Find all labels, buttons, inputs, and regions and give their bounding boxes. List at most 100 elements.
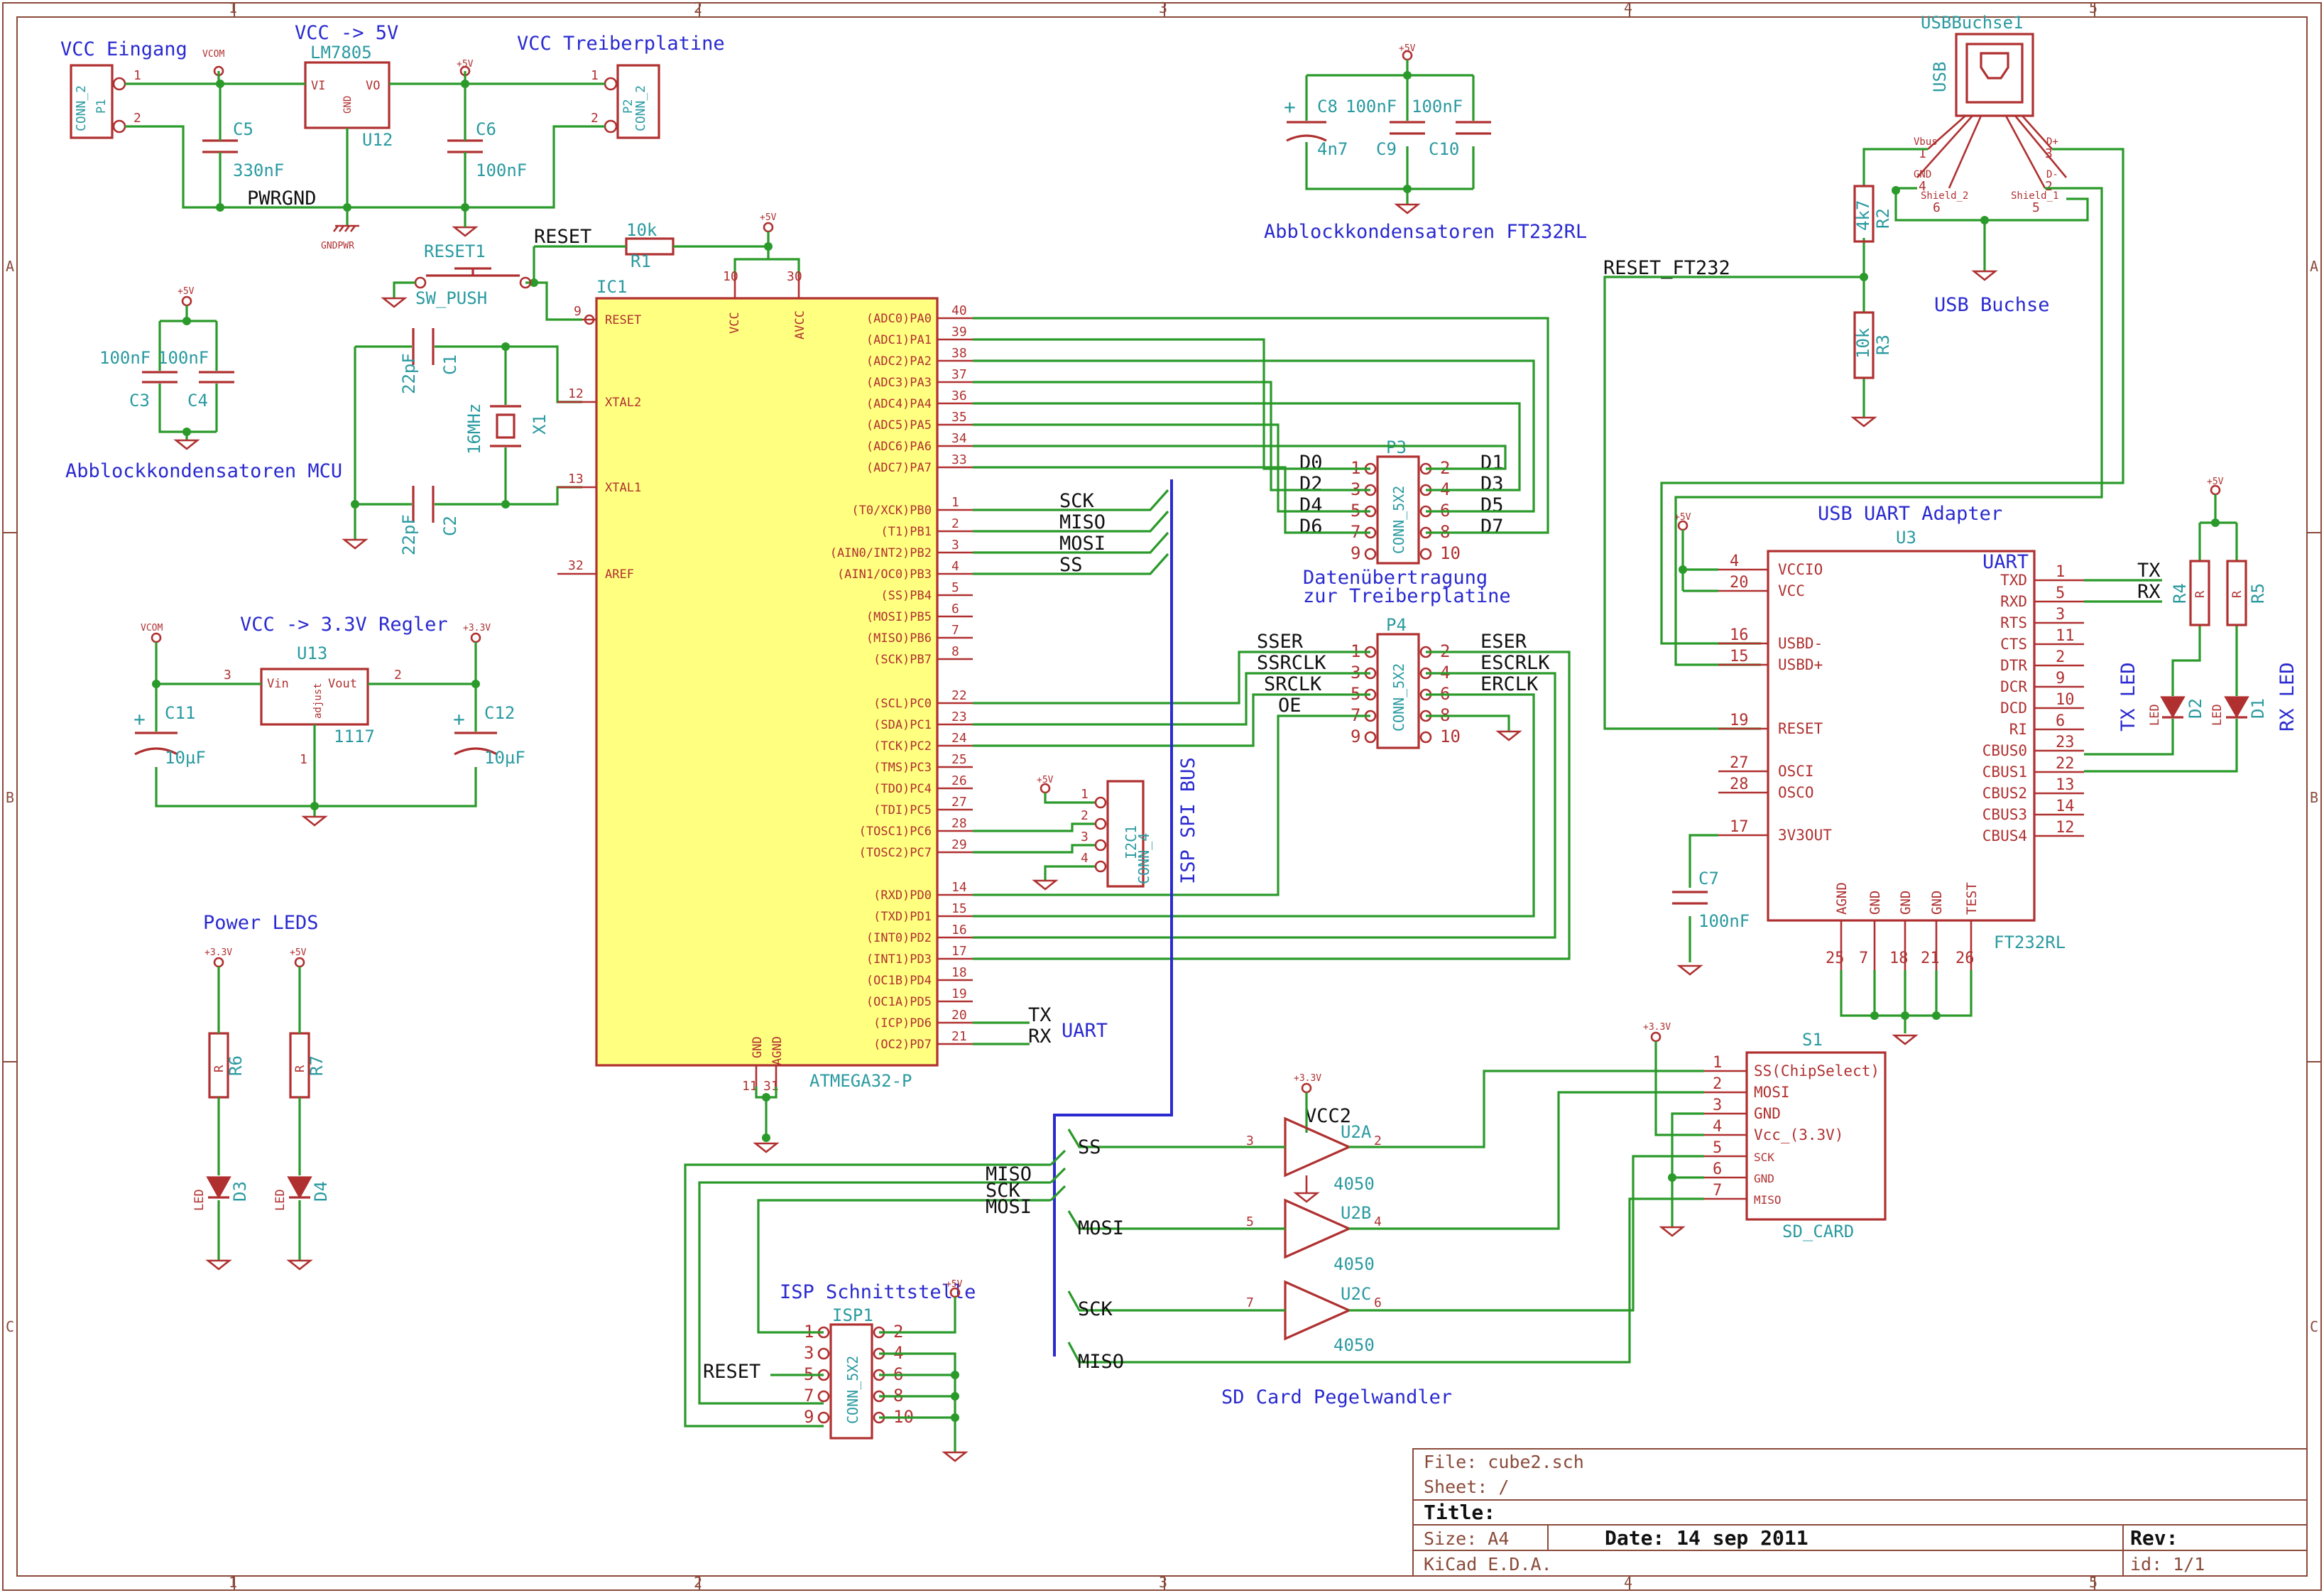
ic1-rpin-6: 34 [951, 431, 967, 446]
net-miso-mcu: MISO [1059, 511, 1106, 533]
col-label-1: 1 [229, 0, 237, 16]
x1-value: 16MHz [464, 403, 484, 455]
note-abblock-ft232: Abblockkondensatoren FT232RL [1264, 221, 1587, 243]
u3-bpin-2: 18 [1889, 950, 1909, 967]
tb-size: Size: A4 [1424, 1528, 1509, 1549]
u3-lpin-6: 28 [1730, 776, 1749, 793]
c5-value: 330nF [233, 161, 284, 180]
u2a-value: 4050 [1333, 1174, 1375, 1194]
pwr-vcom-1: VCOM [202, 49, 224, 60]
ic1-rpin-3: 37 [951, 367, 967, 382]
ic1-rlabel-10: (AIN0/INT2)PB2 [830, 546, 932, 560]
mcu-decoupling-section: +5V 100nF 100nF C3 C4 Abblockkondensator… [65, 286, 342, 482]
note-vcc-5v: VCC -> 5V [295, 22, 398, 44]
isp1-value: CONN_5X2 [844, 1356, 861, 1424]
ic1-rpin-2: 38 [951, 346, 967, 361]
r7-ref: R7 [307, 1055, 327, 1076]
usb-shield2: Shield_2 [1921, 190, 1968, 202]
tb-sheet: Sheet: / [1424, 1477, 1509, 1497]
u3-rpin-2: 3 [2056, 606, 2065, 624]
ic1-rlabel-24: (RXD)PD0 [873, 888, 932, 903]
power-leds-section: Power LEDS +3.3V +5V R R6 R R7 LED D3 LE… [192, 912, 331, 1271]
ic1-rpin-27: 17 [951, 944, 967, 959]
ic1-rpin-1: 39 [951, 325, 967, 339]
c5-ref: C5 [233, 119, 253, 139]
net-sck-mcu: SCK [1059, 490, 1095, 512]
row-label-b: B [6, 789, 14, 806]
pwr-5v-7: +5V [1674, 512, 1691, 523]
usb-pin5: 5 [2032, 200, 2040, 215]
u3-rlabel-12: CBUS4 [1982, 827, 2027, 844]
s1-pin-1: 2 [1713, 1075, 1722, 1093]
reset-crystal-section: RESET 10k R1 +5V RESET1 SW_PUSH 22pF C1 … [342, 212, 800, 555]
u2b-value: 4050 [1333, 1254, 1375, 1274]
ic1-rlabel-8: (T0/XCK)PB0 [851, 504, 932, 518]
c1-value: 22pF [399, 353, 419, 394]
ic1-llabel-1: XTAL2 [605, 396, 641, 410]
s1-pin-5: 6 [1713, 1160, 1722, 1178]
u12-gnd: GND [342, 96, 354, 114]
pwr-33v-2: +3.3V [204, 947, 232, 958]
i2c1-pin3: 3 [1081, 830, 1089, 844]
ic1-rpin-24: 14 [951, 880, 967, 895]
r6-ref: R6 [226, 1055, 246, 1076]
i2c1-section: I2C1 CONN_4 1 2 3 4 +5V [973, 775, 1152, 891]
u3-rpin-5: 9 [2056, 670, 2065, 687]
ic1-rpin-15: 8 [951, 644, 959, 659]
ic1-rlabel-23: (TOSC2)PC7 [859, 846, 932, 860]
r2-ref: R2 [1873, 208, 1893, 229]
ic1-rlabel-17: (SDA)PC1 [873, 718, 932, 732]
ic1-rlabel-25: (TXD)PD1 [873, 910, 932, 924]
ic1-atmega32: IC1 ATMEGA32-P VCC AVCC GND AGND 10 30 1… [557, 269, 973, 1153]
d2-ref: D2 [2186, 698, 2205, 719]
i2c1-connector [1106, 780, 1145, 888]
r5-resistor [2226, 560, 2247, 626]
u12-vi: VI [311, 79, 325, 93]
net-miso-sd: MISO [1078, 1351, 1124, 1373]
u13-ref: U13 [297, 643, 327, 663]
ic1-rpin-26: 16 [951, 923, 967, 937]
col-label-4b: 4 [1624, 1574, 1632, 1591]
u2b-ref: U2B [1341, 1203, 1371, 1223]
ic1-llabel-0: RESET [605, 313, 641, 327]
tb-rev: Rev: [2130, 1526, 2178, 1550]
r2-resistor [1853, 185, 1875, 243]
net-sck-sd: SCK [1078, 1298, 1113, 1320]
u3-bpin-0: 25 [1826, 950, 1845, 967]
ic1-ref: IC1 [596, 277, 627, 297]
ic1-rpin-18: 24 [951, 731, 967, 746]
net-reset-ft232: RESET_FT232 [1603, 257, 1730, 279]
c10-ref: C10 [1429, 139, 1459, 159]
r4-value: R [2193, 590, 2208, 598]
note-usb-buchse: USB Buchse [1934, 294, 2050, 316]
c12-ref: C12 [484, 703, 515, 723]
ic1-rpin-19: 25 [951, 752, 967, 767]
ic1-value: ATMEGA32-P [809, 1071, 912, 1091]
ic1-rpin-7: 33 [951, 452, 967, 467]
usb-pin4: 4 [1919, 179, 1926, 194]
ic1-rpin-20: 26 [951, 773, 967, 788]
u2a-ref: U2A [1341, 1122, 1372, 1142]
ic1-rpin-11: 4 [951, 559, 959, 574]
u3-bpin-1: 7 [1859, 950, 1868, 967]
usb-pin3: 3 [2045, 146, 2053, 161]
net-pwrgnd: PWRGND [247, 187, 317, 210]
r4-ref: R4 [2170, 583, 2190, 604]
col-label-2: 2 [694, 0, 702, 16]
note-vcc-eingang: VCC Eingang [60, 38, 187, 60]
c3-ref: C3 [129, 391, 150, 411]
ic1-rlabel-20: (TDO)PC4 [873, 782, 932, 796]
i2c1-ref: I2C1 [1123, 825, 1140, 859]
col-label-2b: 2 [694, 1574, 702, 1591]
ic1-rlabel-7: (ADC7)PA7 [866, 461, 932, 475]
c11-value: 10µF [165, 748, 206, 768]
u3-rpin-9: 22 [2056, 755, 2075, 773]
ic1-rpin-16: 22 [951, 688, 967, 703]
ic1-rlabel-11: (AIN1/OC0)PB3 [837, 567, 932, 582]
col-label-3b: 3 [1159, 1574, 1167, 1591]
isp1-connector [829, 1323, 873, 1440]
s1-pin-3: 4 [1713, 1118, 1722, 1136]
ic1-gnd: GND [751, 1036, 765, 1058]
net-mosi-isp: MOSI [986, 1196, 1032, 1218]
